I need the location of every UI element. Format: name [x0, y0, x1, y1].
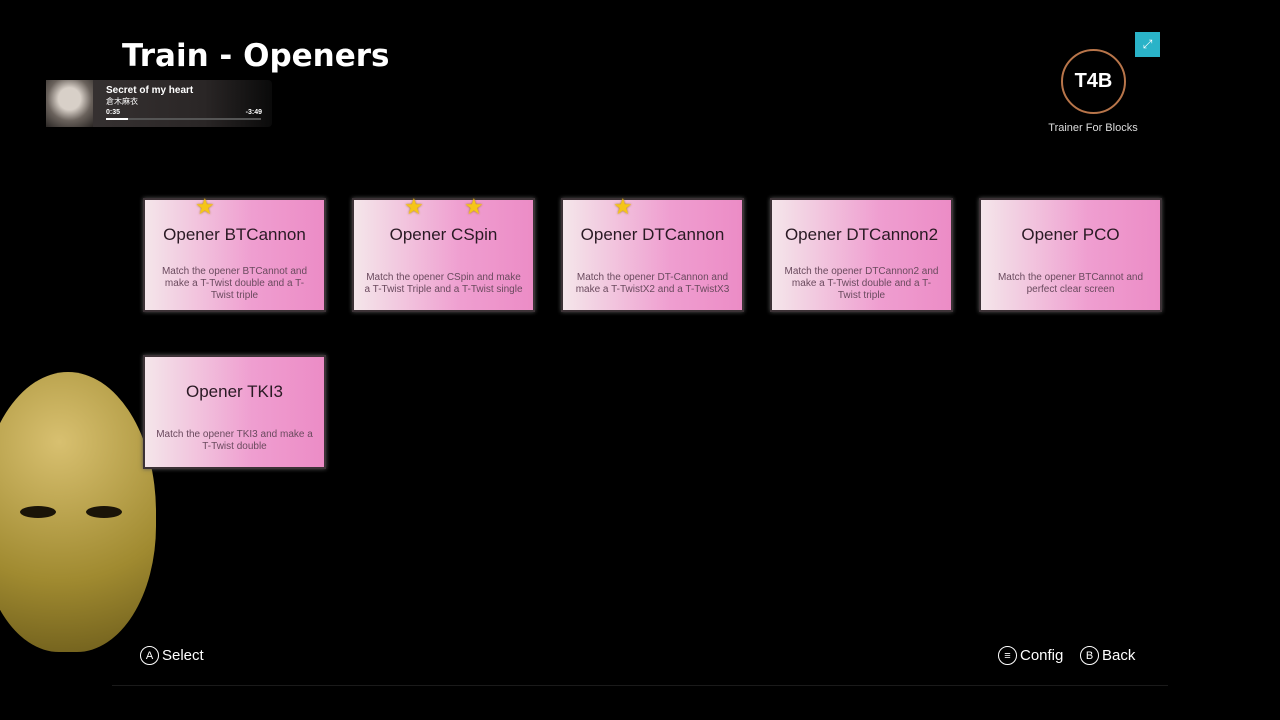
card-description: Match the opener BTCannot and make a T-T… [161, 266, 308, 301]
star-icon: ★ [464, 194, 484, 219]
logo-text: T4B [1074, 70, 1113, 92]
select-hint[interactable]: A Select [140, 646, 204, 665]
divider [112, 685, 1168, 686]
a-button-icon: A [140, 646, 159, 665]
card-description: Match the opener DT-Cannon and make a T-… [575, 272, 730, 295]
star-icon: ★ [404, 194, 424, 219]
expand-icon: ⤢ [1142, 37, 1153, 51]
logo-label: Trainer For Blocks [1048, 122, 1138, 134]
back-hint[interactable]: B Back [1080, 646, 1135, 665]
remaining-time: -3:49 [245, 109, 262, 116]
album-art [46, 80, 93, 127]
b-button-icon: B [1080, 646, 1099, 665]
t4b-logo: T4B [1061, 49, 1126, 114]
star-icon: ★ [613, 194, 633, 219]
card-title: Opener TKI3 [185, 382, 284, 401]
page-title: Train - Openers [122, 38, 390, 74]
card-title: Opener BTCannon [163, 225, 306, 244]
star-icon: ★ [195, 194, 215, 219]
card-title: Opener CSpin [389, 225, 498, 244]
card-description: Match the opener DTCannon2 and make a T-… [784, 266, 939, 301]
card-title: Opener DTCannon [580, 225, 725, 244]
config-hint[interactable]: ≡ Config [998, 646, 1063, 665]
opener-card[interactable]: Opener PCO Match the opener BTCannot and … [979, 198, 1162, 312]
fullscreen-button[interactable]: ⤢ [1135, 32, 1160, 57]
face-eye-right [86, 506, 122, 518]
face-eye-left [20, 506, 56, 518]
song-artist: 倉木麻衣 [106, 97, 138, 106]
back-label: Back [1102, 647, 1136, 664]
card-title: Opener DTCannon2 [784, 225, 939, 244]
elapsed-time: 0:35 [106, 109, 121, 116]
song-title: Secret of my heart [106, 85, 194, 96]
song-progress [106, 118, 261, 120]
card-description: Match the opener TKI3 and make a T-Twist… [156, 429, 313, 452]
card-description: Match the opener BTCannot and perfect cl… [997, 272, 1144, 295]
config-label: Config [1020, 647, 1064, 664]
music-player: Secret of my heart 倉木麻衣 0:35 -3:49 [46, 80, 272, 127]
card-title: Opener PCO [1021, 225, 1120, 244]
mascot-face [0, 372, 156, 652]
menu-button-icon: ≡ [998, 646, 1017, 665]
card-description: Match the opener CSpin and make a T-Twis… [364, 272, 523, 295]
select-label: Select [162, 647, 204, 664]
